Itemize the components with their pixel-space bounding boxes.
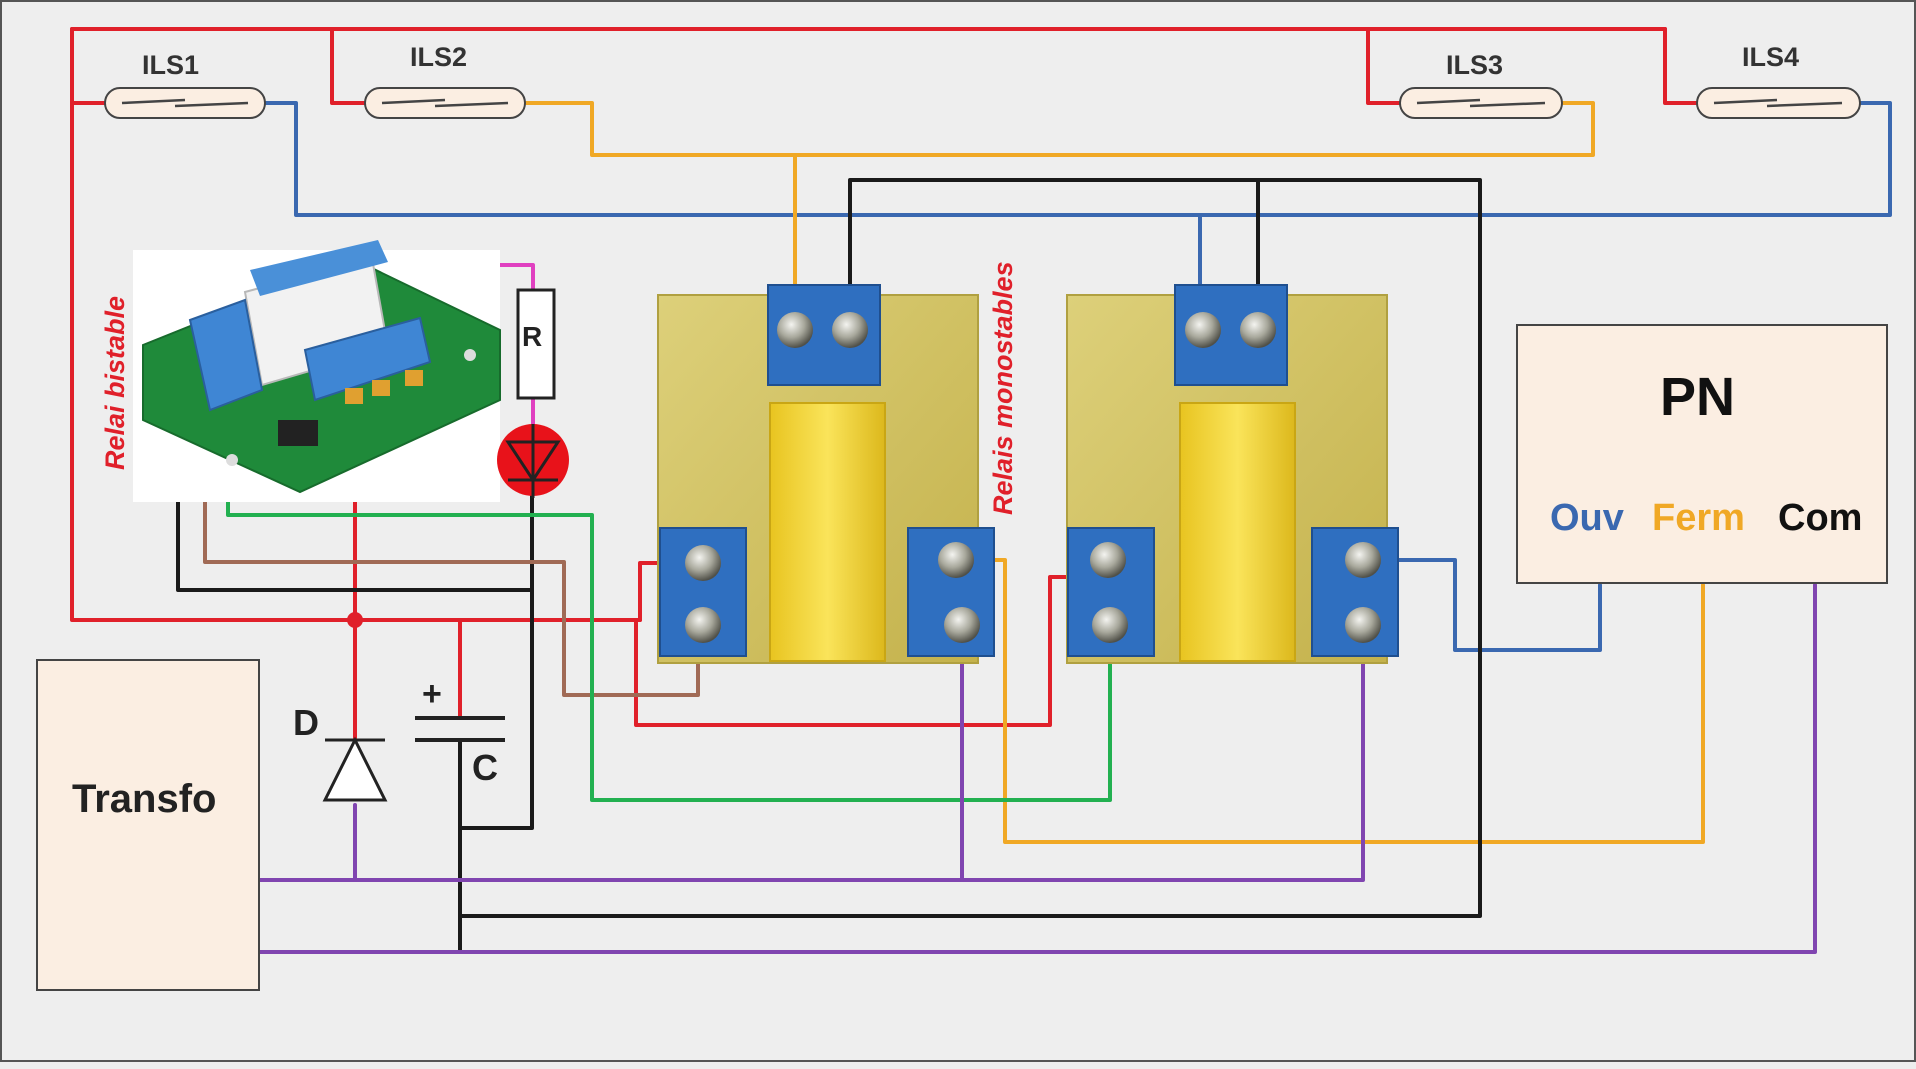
bistable-relay-board: Relai bistable [100, 240, 501, 502]
ils3-label: ILS3 [1446, 50, 1503, 80]
wire-red-ils4 [1663, 27, 1700, 105]
pn-box: PN Ouv Ferm Com [1516, 324, 1888, 584]
pn-close-label: Ferm [1652, 497, 1745, 539]
wire-blue-pn [1363, 558, 1602, 652]
monostable-relay-1 [657, 284, 995, 664]
wire-black-loop [458, 178, 1482, 918]
resistor: R [516, 288, 556, 400]
transformer-label: Transfo [72, 777, 216, 821]
wires [70, 27, 1892, 954]
wire-red-ils3 [1366, 27, 1404, 105]
led [497, 424, 569, 498]
capacitor: + C [415, 675, 505, 788]
bistable-relay-label: Relai bistable [100, 296, 130, 470]
capacitor-polarity: + [422, 675, 442, 713]
ils4-label: ILS4 [1742, 42, 1799, 72]
pn-title: PN [1660, 367, 1735, 427]
resistor-label: R [522, 321, 542, 352]
ils2-label: ILS2 [410, 42, 467, 72]
wire-red-ils2 [330, 27, 370, 105]
pn-common-label: Com [1778, 497, 1862, 539]
reed-switch-ils4: ILS4 [1696, 42, 1861, 119]
pn-open-label: Ouv [1550, 497, 1624, 539]
diode-label: D [293, 702, 319, 743]
ils1-label: ILS1 [142, 50, 199, 80]
wire-purple-transfo-2 [258, 583, 1817, 954]
wire-brown-bistable [203, 353, 700, 697]
capacitor-label: C [472, 747, 498, 788]
wire-orange-ils2 [523, 101, 1595, 157]
transformer-box: Transfo [36, 659, 260, 991]
reed-switch-ils1: ILS1 [104, 50, 266, 119]
reed-switch-ils3: ILS3 [1399, 50, 1563, 119]
monostable-relays-label: Relais monostables [988, 261, 1018, 515]
junction-dot [347, 612, 363, 628]
monostable-relay-2 [1066, 284, 1399, 664]
reed-switch-ils2: ILS2 [364, 42, 526, 119]
diode: D [293, 702, 388, 802]
wire-purple-transfo-1 [258, 623, 1365, 882]
wire-red-main [70, 27, 642, 622]
wire-orange-pn [976, 558, 1705, 844]
wire-blue-ils1 [263, 101, 1892, 217]
